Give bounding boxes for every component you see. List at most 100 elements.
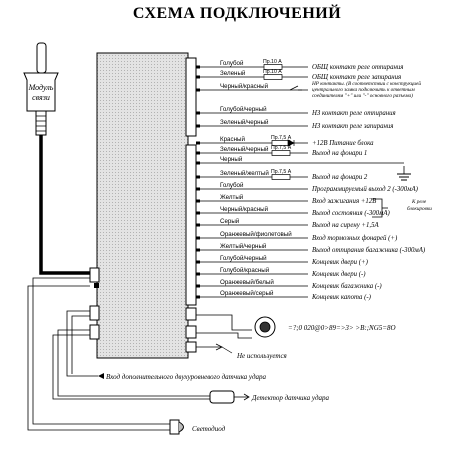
wire-color-label: Серый [220,218,240,225]
main-unit-body [96,52,189,359]
wire-color-label: Черный/красный [220,206,269,213]
connector-sensor-2 [89,324,100,340]
connector-small-3 [185,341,197,353]
connector-small-1 [185,307,197,321]
fuse-label: Пр.10 А [263,59,282,65]
not-used-label: Не используется [236,352,287,360]
connector-small-2 [185,325,197,339]
wire-color-label: Черный [220,156,243,163]
wire-color-label: Красный [220,136,245,143]
wire-color-label: Зеленый/черный [220,119,269,126]
wire-color-label: Зеленый/черный [220,146,269,153]
wire-function-label: Концевик багажника (-) [311,283,382,290]
wire-row: Голубой Пр.10 А ОБЩ контакт реле отпирания [196,59,403,71]
connector-main [185,144,197,306]
led-wire-2 [27,285,170,431]
wire-function-label: Выход на сирену +1,5А [312,222,380,229]
wire-function-label: Выход состояния (-300мА) [312,210,391,217]
wire-color-label: Голубой/черный [220,255,267,262]
fuse-icon [263,74,283,80]
wire-function-label: Выход отпирания багажника (-300мА) [312,247,426,254]
wire-row: Зеленый/черный НЗ контакт реле запирания [196,119,393,130]
wire-function-label: Программируемый выход 2 (-300мА) [311,186,419,193]
wire-function-label: ОБЩ контакт реле запирания [312,74,401,81]
dual-sensor-label: Вход дополнительного двухуровневого датч… [106,373,267,381]
relay-contact-icon [289,85,302,91]
module-cable [39,135,90,275]
connector-sensor-1 [89,305,100,321]
wire-row: Черный/красный НР контакты. (В соответств… [196,80,421,99]
wire-row: Красный Пр.7,5 А +12В Питание блока [196,135,374,147]
wire-function-label: НР контакты. (В соответствии с конструкц… [311,80,421,99]
shock-sensor-label: Детектор датчика удара [251,394,330,402]
wire-function-label: +12В Питание блока [312,140,374,147]
wire-row: Голубой/черный НЗ контакт реле отпирания [196,106,396,117]
immobilizer-label-line1: К реле [411,199,427,205]
dual-sensor-wire-1 [66,310,98,377]
fuse-label: Пр.10 А [263,69,282,75]
led-label: Светодиод [192,425,226,433]
shock-sensor-wire-2 [52,334,210,400]
shock-sensor-wire-1 [57,329,210,397]
wire-color-label: Желтый/черный [220,243,267,250]
led-body [169,419,180,435]
diagram-title: СХЕМА ПОДКЛЮЧЕНИЙ [133,3,341,22]
module-cable-strain-relief [35,110,47,136]
ground-icon [397,173,411,181]
immobilizer-label-line2: блокировки [407,205,432,212]
wire-function-label: НЗ контакт реле запирания [311,123,393,130]
wire-color-label: Зеленый/желтый [220,170,269,177]
wire-row: Зеленый Пр.10 А ОБЩ контакт реле запирания [196,69,401,81]
wire-function-label: Вход тормозных фонарей (+) [312,235,398,242]
wire-function-label: ОБЩ контакт реле отпирания [312,64,403,71]
wire-color-label: Черный/красный [220,83,269,90]
wire-color-label: Голубой [220,182,244,189]
connector-relay [185,57,197,137]
wire-color-label: Голубой/красный [220,267,270,274]
wire-function-label: Концевик двери (-) [311,271,366,278]
module-label-line1: Модуль [28,83,54,92]
button-wire [196,314,252,331]
wire-color-label: Оранжевый/фиолетовый [220,231,292,238]
fuse-label: Пр.7,5 А [271,135,292,141]
wire-color-label: Оранжевый/серый [220,290,274,297]
wire-color-label: Голубой/черный [220,106,267,113]
communication-module-icon [23,72,59,112]
wire-color-label: Желтый [220,194,244,201]
wire-color-label: Голубой [220,60,244,67]
fuse-icon [263,64,283,70]
wire-function-label: Концевик капота (-) [311,294,372,301]
antenna-icon [36,42,47,74]
fuse-icon [271,174,291,180]
fuse-label: Пр.7,5 А [271,145,292,151]
led-wire [32,277,170,425]
shock-sensor-connector [209,390,235,404]
wire-color-label: Зеленый [220,70,246,77]
fuse-label: Пр.7,5 А [271,169,292,175]
connector-module [89,267,100,283]
garbled-label: =?;0 020@0>89=>3> >B:;NG5=8O [288,324,396,332]
wire-row: Черный [196,156,404,165]
wire-function-label: Вход зажигания +12В [312,198,376,205]
wire-function-label: Концевик двери (+) [311,259,369,266]
fuse-icon [271,150,291,156]
led-icon [178,421,184,433]
wire-function-label: Выход на фонари 1 [312,150,367,157]
wire-function-label: Выход на фонари 2 [312,174,368,181]
wire-function-label: НЗ контакт реле отпирания [311,110,396,117]
led-pin [94,283,99,288]
wire-color-label: Оранжевый/белый [220,279,274,286]
module-label-line2: связи [32,93,50,102]
